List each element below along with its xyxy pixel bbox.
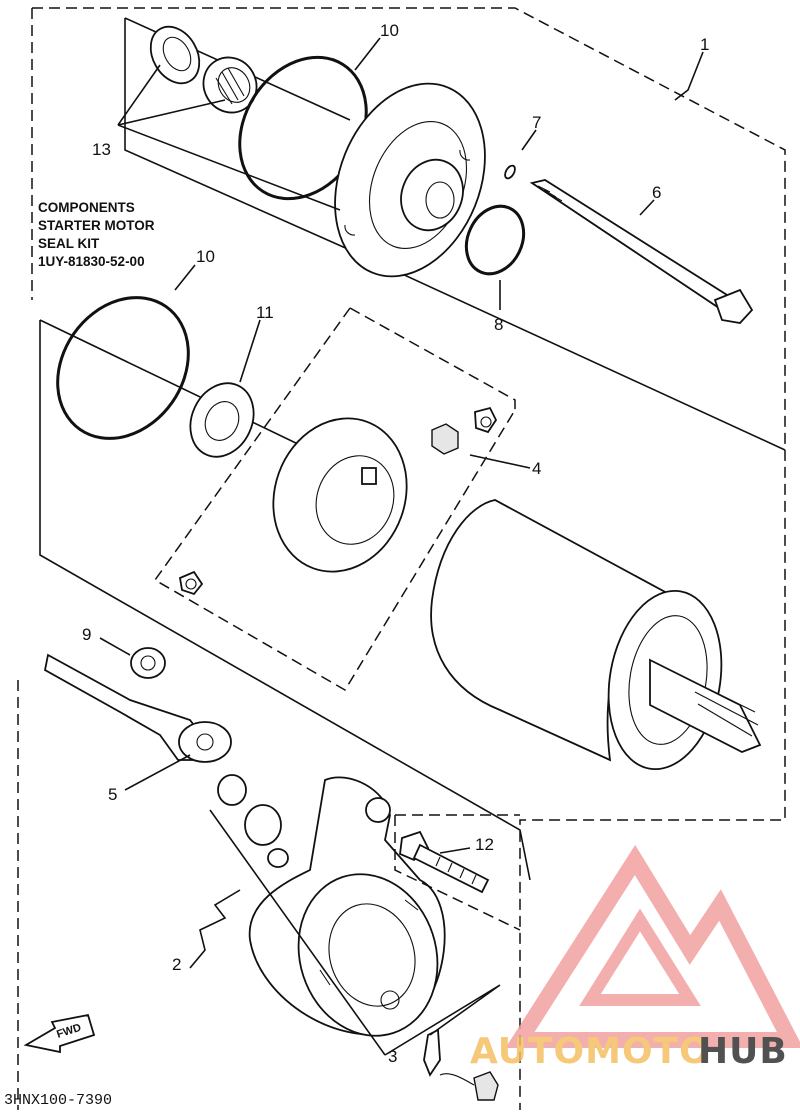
diagram-code: 3HNX100-7390 [4,1092,112,1109]
callout-7: 7 [532,113,541,132]
callout-9: 9 [82,625,91,644]
brush-holder-box-4 [153,307,516,692]
washer-small-2 [244,804,282,846]
callout-10-left: 10 [196,247,215,266]
watermark-hub: HUB [698,1031,788,1072]
bolt-12 [399,830,490,894]
o-ring-10-left [56,296,190,440]
callout-13: 13 [92,140,111,159]
dowel-pin-7 [504,164,516,180]
kit-line-2: STARTER MOTOR [38,218,155,233]
nut-9 [130,647,166,679]
front-cover [334,82,486,278]
terminal-bolt-3 [423,1028,499,1101]
callout-8: 8 [494,315,503,334]
oil-seal [149,25,201,85]
brush-block [431,423,459,455]
callout-10-top: 10 [380,21,399,40]
o-ring-8 [464,204,526,276]
needle-bearing [202,56,258,114]
callout-5: 5 [108,785,117,804]
callout-1: 1 [700,35,709,54]
callout-12: 12 [475,835,494,854]
callout-3: 3 [388,1047,397,1066]
kit-line-4: 1UY-81830-52-00 [38,254,145,269]
kit-line-3: SEAL KIT [38,236,100,251]
rear-cover-2 [248,776,446,1037]
front-cover-group-outline [124,18,786,451]
yoke-group-outline [39,319,531,881]
lead-wire-5 [43,653,232,763]
assembly-boundary-1 [17,7,786,1110]
o-ring-small [267,848,289,868]
brush-plate [272,417,408,573]
washer-small-1 [217,774,247,806]
callout-4: 4 [532,459,541,478]
brush-spring-top [474,406,498,434]
callout-11: 11 [256,303,274,322]
washer-11 [189,382,255,458]
forward-arrow-icon: FWD [23,1013,96,1054]
watermark-automoto: AUTOMOTO [470,1031,711,1072]
through-bolt-6 [529,179,754,324]
callout-2: 2 [172,955,181,974]
automotohub-logo: AUTOMOTO HUB [470,844,800,1072]
kit-line-1: COMPONENTS [38,200,135,215]
yoke-armature [430,499,762,771]
bolt-12-box [394,814,521,931]
callout-6: 6 [652,183,661,202]
leader-lines [99,37,704,1056]
brush-spring-bottom [178,570,204,596]
